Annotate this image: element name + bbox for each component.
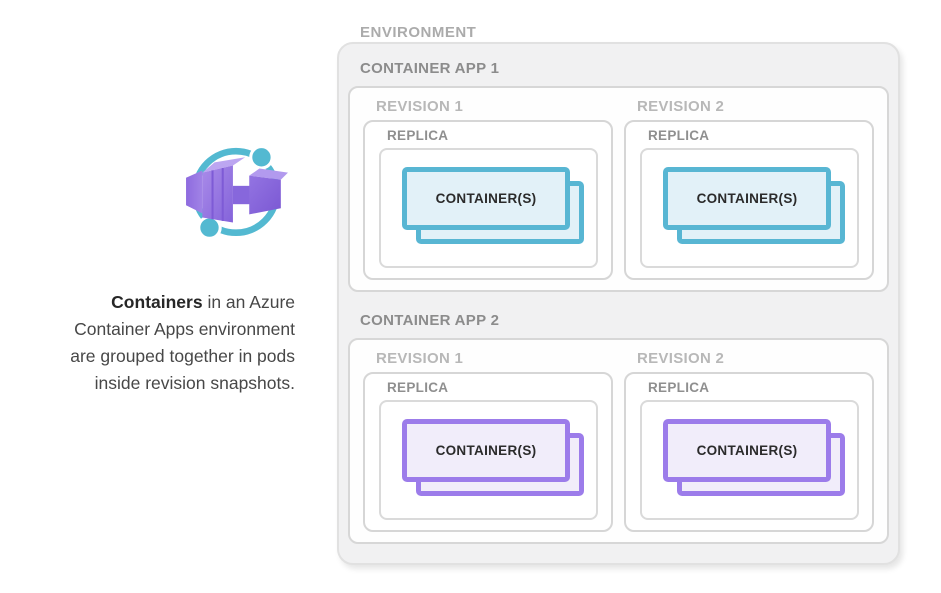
azure-container-apps-icon (184, 141, 290, 247)
app2-revision-2-box: REPLICA CONTAINER(S) (624, 372, 874, 532)
caption-text: Containers in an Azure Container Apps en… (8, 289, 295, 397)
container-app-1-label: CONTAINER APP 1 (360, 60, 500, 77)
container-label: CONTAINER(S) (696, 191, 798, 206)
app2-revision-1: REVISION 1 REPLICA CONTAINER(S) (363, 350, 613, 534)
container-card-front: CONTAINER(S) (663, 419, 831, 482)
app1-revision-2-label: REVISION 2 (637, 98, 725, 115)
app1-rev2-replica-label: REPLICA (648, 128, 710, 143)
icon-center-box-top (202, 157, 246, 173)
app2-rev2-replica-box: CONTAINER(S) (640, 400, 859, 520)
container-label: CONTAINER(S) (696, 443, 798, 458)
app2-rev1-replica-box: CONTAINER(S) (379, 400, 598, 520)
caption-line: Container Apps environment (74, 318, 295, 339)
icon-center-box-front (202, 165, 233, 223)
icon-right-box-top (249, 168, 288, 180)
container-app-1: CONTAINER APP 1 REVISION 1 REPLICA CONTA… (348, 60, 889, 294)
app2-rev2-replica-label: REPLICA (648, 380, 710, 395)
app1-revision-1-label: REVISION 1 (376, 98, 464, 115)
app1-revision-1: REVISION 1 REPLICA CONTAINER(S) (363, 98, 613, 282)
icon-bridge (232, 185, 252, 205)
app1-revision-2: REVISION 2 REPLICA CONTAINER(S) (624, 98, 874, 282)
container-app-2-box: REVISION 1 REPLICA CONTAINER(S) REVISION… (348, 338, 889, 544)
icon-right-box-front (249, 175, 281, 215)
icon-orbit-dot-bottom-left (197, 215, 222, 240)
app2-revision-2-label: REVISION 2 (637, 350, 725, 367)
environment-box: CONTAINER APP 1 REVISION 1 REPLICA CONTA… (337, 42, 900, 565)
environment-label: ENVIRONMENT (360, 24, 477, 41)
container-app-2-label: CONTAINER APP 2 (360, 312, 500, 329)
app2-rev1-replica-label: REPLICA (387, 380, 449, 395)
caption-line: Containers in an Azure (111, 291, 295, 312)
container-app-1-box: REVISION 1 REPLICA CONTAINER(S) REVISION… (348, 86, 889, 292)
caption-line: inside revision snapshots. (94, 372, 295, 393)
app1-rev1-replica-box: CONTAINER(S) (379, 148, 598, 268)
container-card-front: CONTAINER(S) (663, 167, 831, 230)
app1-revision-1-box: REPLICA CONTAINER(S) (363, 120, 613, 280)
app2-revision-2: REVISION 2 REPLICA CONTAINER(S) (624, 350, 874, 534)
app2-revision-1-box: REPLICA CONTAINER(S) (363, 372, 613, 532)
app2-revision-1-label: REVISION 1 (376, 350, 464, 367)
icon-orbit-dot-top-right (249, 145, 274, 170)
container-card-front: CONTAINER(S) (402, 167, 570, 230)
azure-container-apps-icon-svg (186, 145, 288, 240)
app1-revision-2-box: REPLICA CONTAINER(S) (624, 120, 874, 280)
icon-left-flap (186, 170, 203, 214)
container-card-front: CONTAINER(S) (402, 419, 570, 482)
app1-rev1-replica-label: REPLICA (387, 128, 449, 143)
container-app-2: CONTAINER APP 2 REVISION 1 REPLICA CONTA… (348, 312, 889, 546)
container-label: CONTAINER(S) (435, 191, 537, 206)
caption-line: are grouped together in pods (70, 345, 295, 366)
container-label: CONTAINER(S) (435, 443, 537, 458)
app1-rev2-replica-box: CONTAINER(S) (640, 148, 859, 268)
